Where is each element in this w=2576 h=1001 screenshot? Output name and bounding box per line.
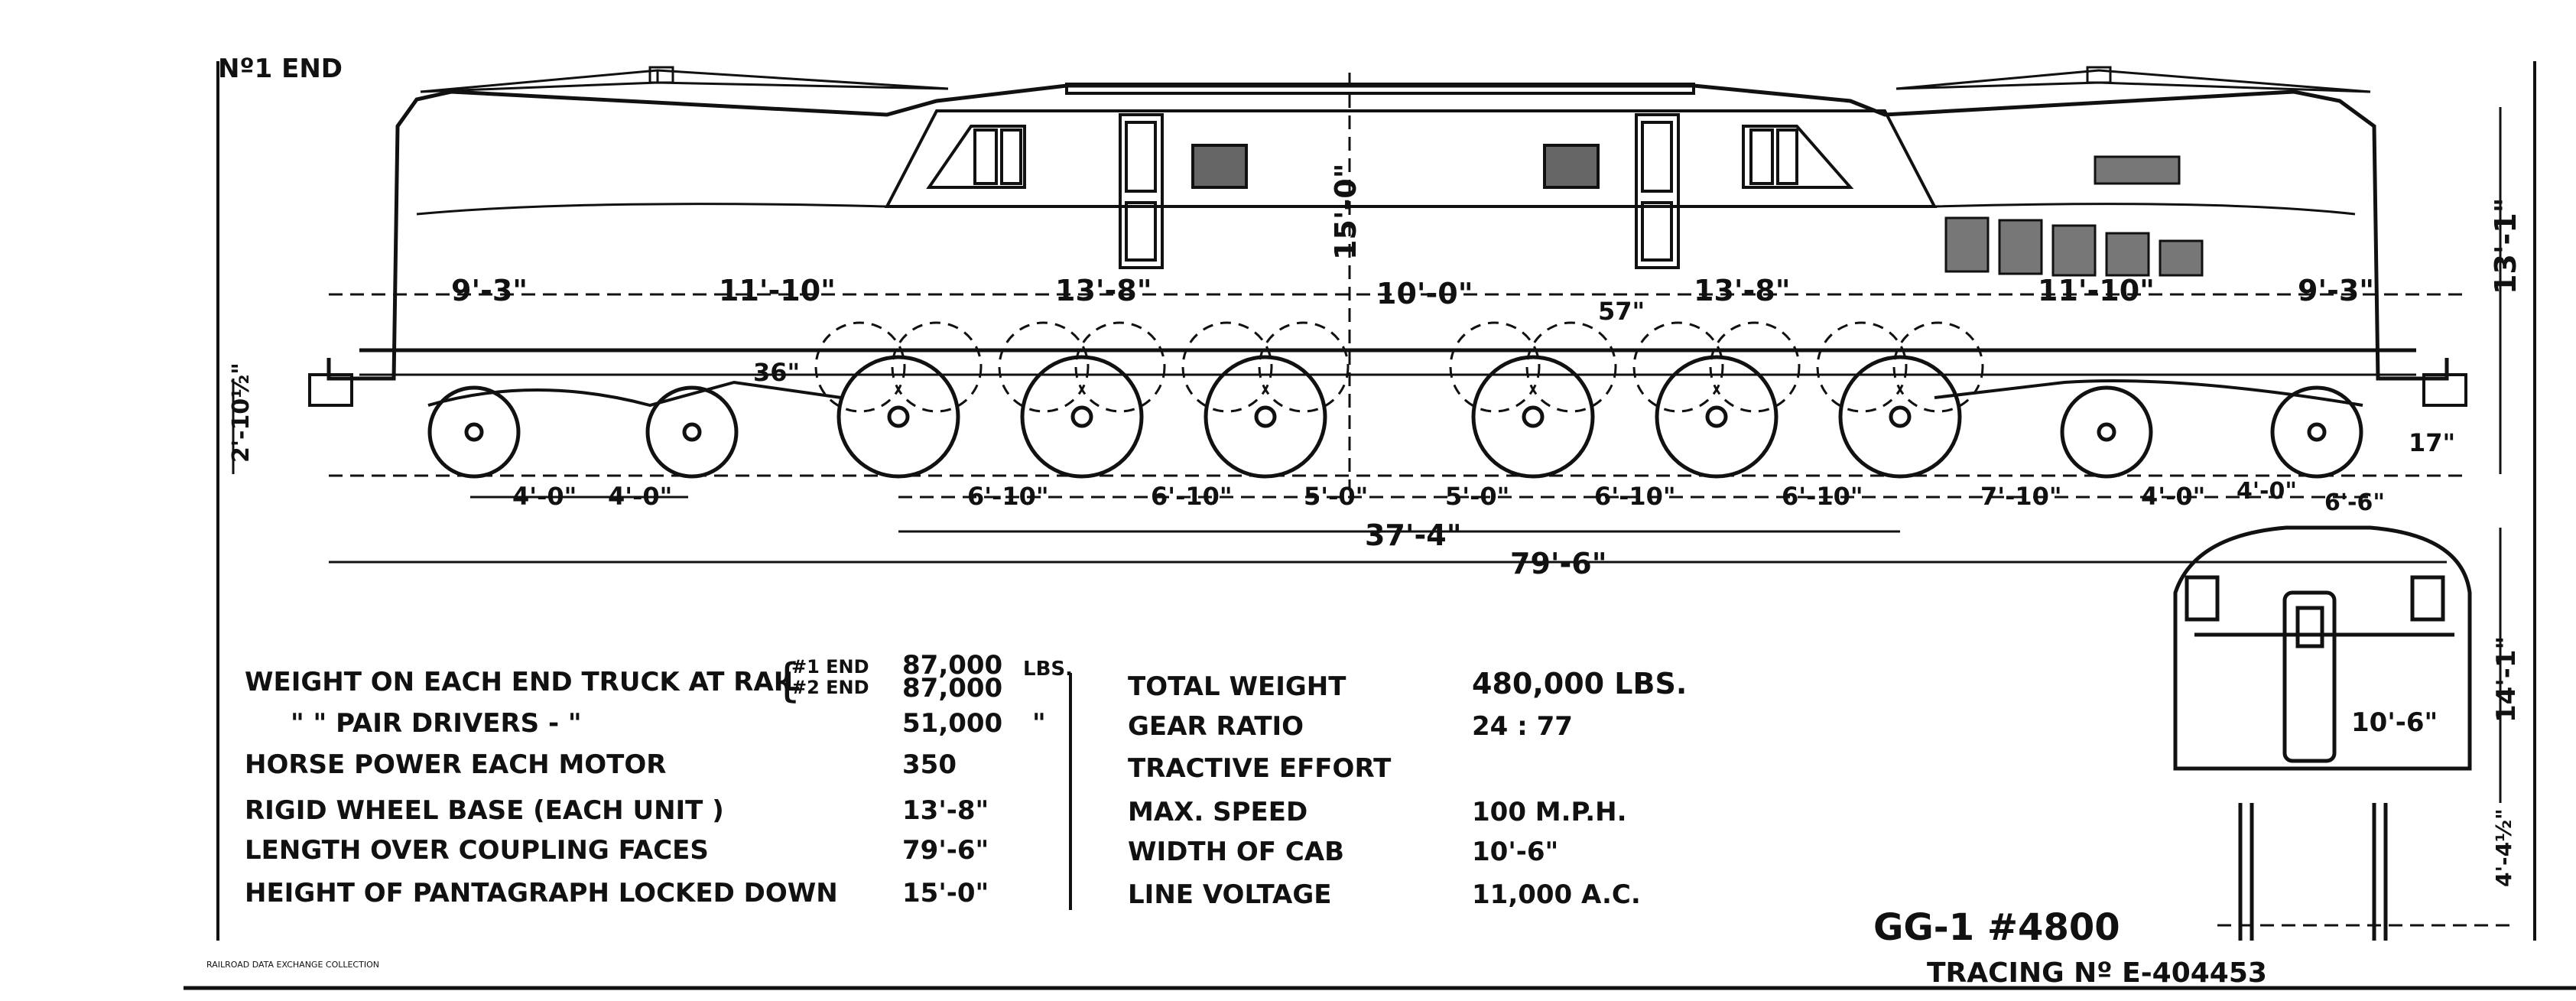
frame-lines — [184, 61, 2576, 990]
wheel-set — [427, 355, 2363, 479]
spec-label-total-weight: TOTAL WEIGHT — [1128, 671, 1346, 702]
dim-end-view-width: 10'-6" — [2351, 707, 2438, 738]
spec-value-total-weight: 480,000 LBS. — [1472, 667, 1688, 700]
truck-frames — [427, 379, 2363, 408]
dim-wheel-1: 4'-0" — [512, 482, 577, 511]
spec-label-horse-power: HORSE POWER EACH MOTOR — [245, 749, 667, 780]
spec-value-max-speed: 100 M.P.H. — [1472, 797, 1627, 827]
spec-value-pair-drivers: 51,000 — [902, 708, 1003, 739]
spec-label-tractive-effort: TRACTIVE EFFORT — [1128, 753, 1392, 784]
spec-value-rigid-wheel-base: 13'-8" — [902, 795, 989, 826]
end-label: Nº1 END — [218, 54, 343, 84]
locomotive-body — [308, 83, 2467, 407]
spec-sub-1: #1 END — [791, 656, 869, 678]
spec-value-horse-power: 350 — [902, 749, 957, 780]
spec-label-pantograph-height: HEIGHT OF PANTAGRAPH LOCKED DOWN — [245, 878, 838, 908]
dim-right-offset: 17" — [2409, 428, 2456, 457]
dim-coupler-height: 2'-10½" — [228, 362, 255, 463]
dim-height-total: 15'-0" — [1329, 163, 1363, 260]
dim-wheel-3: 6'-10" — [967, 482, 1049, 511]
dimension-lines — [232, 73, 2502, 564]
spec-value-weight-1: 87,000 — [902, 650, 1003, 681]
collection-credit: RAILROAD DATA EXCHANGE COLLECTION — [206, 960, 379, 970]
dim-wheel-2: 4'-0" — [608, 482, 673, 511]
pantograph-right — [1895, 66, 2371, 93]
dim-end-view-height: 14'-1" — [2491, 635, 2522, 723]
spec-brace: { — [772, 654, 802, 707]
cab-windows — [926, 125, 1854, 189]
spec-unit-lbs: LBS. — [1023, 658, 1073, 681]
dim-top-3: 13'-8" — [1055, 274, 1152, 307]
spec-label-max-speed: MAX. SPEED — [1128, 797, 1308, 827]
dim-wheel-10: 4'-0" — [2141, 482, 2206, 511]
dim-wheel-6: 5'-0" — [1445, 482, 1510, 511]
tracing-number: TRACING Nº E-404453 — [1927, 957, 2267, 989]
pantograph-left — [420, 66, 949, 93]
spec-label-cab-width: WIDTH OF CAB — [1128, 837, 1345, 867]
dim-wheel-5: 5'-0" — [1304, 482, 1369, 511]
spec-value-cab-width: 10'-6" — [1472, 837, 1559, 867]
end-view — [2173, 525, 2516, 941]
cab-doors — [1119, 113, 1680, 269]
spec-value-weight-2: 87,000 — [902, 673, 1003, 704]
motor-outlines — [814, 321, 1984, 413]
spec-label-pair-drivers: " " PAIR DRIVERS - " — [291, 708, 582, 739]
spec-label-weight-end-truck: WEIGHT ON EACH END TRUCK AT RAIL — [245, 667, 801, 697]
dim-angle-57: 57" — [1598, 297, 1645, 326]
nose-louvers — [1944, 155, 2204, 277]
dim-top-4: 10'-0" — [1376, 277, 1473, 310]
dim-wheel-7: 6'-10" — [1594, 482, 1676, 511]
spec-label-gear-ratio: GEAR RATIO — [1128, 711, 1304, 742]
dim-overall-length: 79'-6" — [1510, 547, 1607, 580]
dim-wheel-8: 6'-10" — [1782, 482, 1863, 511]
spec-value-pantograph-height: 15'-0" — [902, 878, 989, 908]
spec-value-length: 79'-6" — [902, 835, 989, 866]
spec-label-rigid-wheel-base: RIGID WHEEL BASE (EACH UNIT ) — [245, 795, 724, 826]
model-number: GG-1 #4800 — [1873, 906, 2120, 949]
spec-sub-2: #2 END — [791, 677, 869, 698]
dim-height-body: 13'-1" — [2489, 197, 2522, 294]
dim-top-6: 11'-10" — [2038, 274, 2155, 307]
spec-value-line-voltage: 11,000 A.C. — [1472, 879, 1641, 910]
dim-top-2: 11'-10" — [719, 274, 836, 307]
dim-top-1: 9'-3" — [451, 274, 528, 307]
dim-rigid-span: 37'-4" — [1365, 518, 1462, 552]
spec-label-line-voltage: LINE VOLTAGE — [1128, 879, 1332, 910]
dim-top-5: 13'-8" — [1694, 274, 1791, 307]
dim-top-7: 9'-3" — [2298, 274, 2375, 307]
dim-angle-36: 36" — [753, 358, 801, 387]
spec-label-length: LENGTH OVER COUPLING FACES — [245, 835, 709, 866]
dim-wheel-9: 7'-10" — [1980, 482, 2062, 511]
spec-unit-ditto: " — [1032, 708, 1046, 739]
spec-value-gear-ratio: 24 : 77 — [1472, 711, 1573, 742]
dim-wheel-4: 6'-10" — [1151, 482, 1233, 511]
dim-end-view-pantograph: 4'-4½" — [2491, 808, 2516, 887]
dim-wheel-11: 4'-0" — [2237, 478, 2298, 505]
dim-wheel-12: 6'-6" — [2324, 489, 2386, 516]
